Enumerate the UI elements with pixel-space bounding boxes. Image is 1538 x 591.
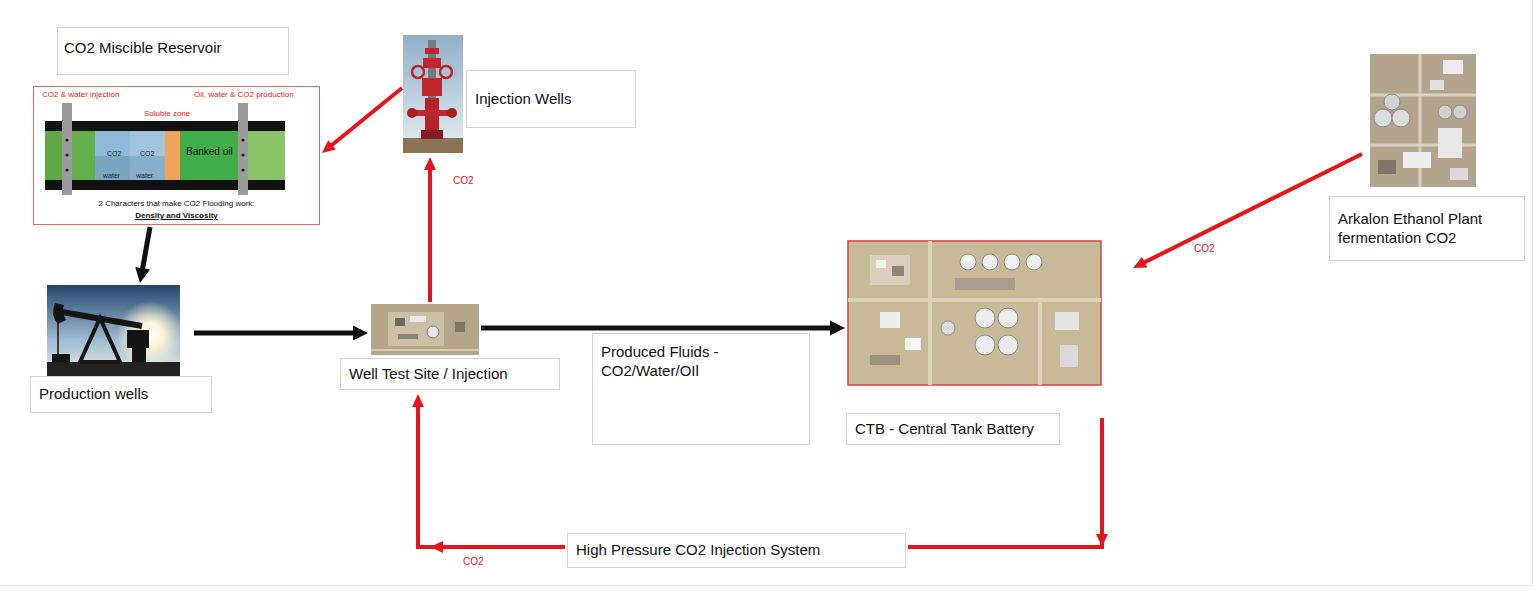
arrow-head — [424, 157, 436, 170]
pumpjack-photo — [47, 285, 184, 377]
diagram-annotation: CO2 — [107, 150, 121, 158]
produced-fluids-box: Produced Fluids - CO2/Water/OIl — [592, 333, 810, 445]
diagram-annotation: Banked oil — [186, 146, 233, 158]
diagram-annotation: water — [136, 172, 153, 180]
flow-label: CO2 — [462, 556, 485, 568]
flow-connector — [481, 326, 833, 331]
arrow-head — [830, 321, 845, 336]
reservoir-section — [45, 103, 285, 195]
flow-connector — [142, 227, 150, 271]
production-wells-node: Production wells — [47, 285, 180, 377]
node-label-box: Well Test Site / Injection — [340, 358, 560, 390]
title-box: CO2 Miscible Reservoir — [57, 27, 289, 75]
node-text: CTB - Central Tank Battery — [855, 420, 1034, 439]
diagram-annotation: Density and Viscosity — [34, 211, 319, 220]
arrow-head — [412, 394, 424, 407]
arrow-head — [322, 140, 336, 153]
ethanol-plant-photo — [1370, 54, 1476, 187]
well-test-site-node: Well Test Site / Injection — [371, 304, 479, 355]
node-text: Arkalon Ethanol Plant fermentation CO2 — [1338, 210, 1516, 248]
node-text: Production wells — [39, 385, 148, 404]
arrow-head — [430, 541, 443, 553]
diagram-annotation: Soluble zone — [144, 109, 190, 118]
diagram-annotation: CO2 — [140, 150, 154, 158]
node-label-box: Injection Wells — [466, 70, 636, 128]
reservoir-panel: CO2 & water injection Oil, water & CO2 pr… — [33, 86, 320, 225]
node-text: Injection Wells — [475, 90, 571, 109]
tank-battery-node: CTB - Central Tank Battery — [848, 241, 1101, 385]
diagram-annotation: CO2 & water injection — [42, 90, 119, 99]
wellhead-photo — [403, 35, 463, 153]
tank-battery-photo — [848, 241, 1101, 385]
diagram-annotation: 2 Characters that make CO2 Flooding work… — [34, 199, 319, 208]
flow-label: CO2 — [1193, 243, 1216, 255]
injection-wells-node: Injection Wells — [403, 35, 463, 153]
arrow-head — [1133, 257, 1147, 268]
arrow-head — [353, 326, 368, 341]
node-label-box: Production wells — [30, 376, 212, 413]
node-text: Well Test Site / Injection — [349, 365, 508, 384]
diagram-annotation: water — [103, 172, 120, 180]
flow-connector — [418, 404, 565, 547]
node-label-box: CTB - Central Tank Battery — [846, 413, 1060, 445]
diagram-annotation: Oil, water & CO2 production — [194, 90, 294, 99]
ethanol-plant-node: Arkalon Ethanol Plant fermentation CO2 — [1370, 54, 1476, 187]
node-text: CO2 Miscible Reservoir — [64, 39, 282, 58]
well-test-site-photo — [371, 304, 479, 355]
injection-system-box: High Pressure CO2 Injection System — [567, 533, 906, 568]
flow-connector — [330, 88, 402, 146]
flow-connector — [194, 331, 356, 336]
node-text: Produced Fluids - CO2/Water/OIl — [601, 343, 801, 381]
flow-label: CO2 — [452, 175, 475, 187]
node-label-box: Arkalon Ethanol Plant fermentation CO2 — [1329, 196, 1525, 261]
flow-connector — [428, 167, 432, 302]
arrow-head — [1096, 534, 1108, 547]
arrow-head — [135, 267, 150, 283]
node-text: High Pressure CO2 Injection System — [576, 541, 820, 560]
